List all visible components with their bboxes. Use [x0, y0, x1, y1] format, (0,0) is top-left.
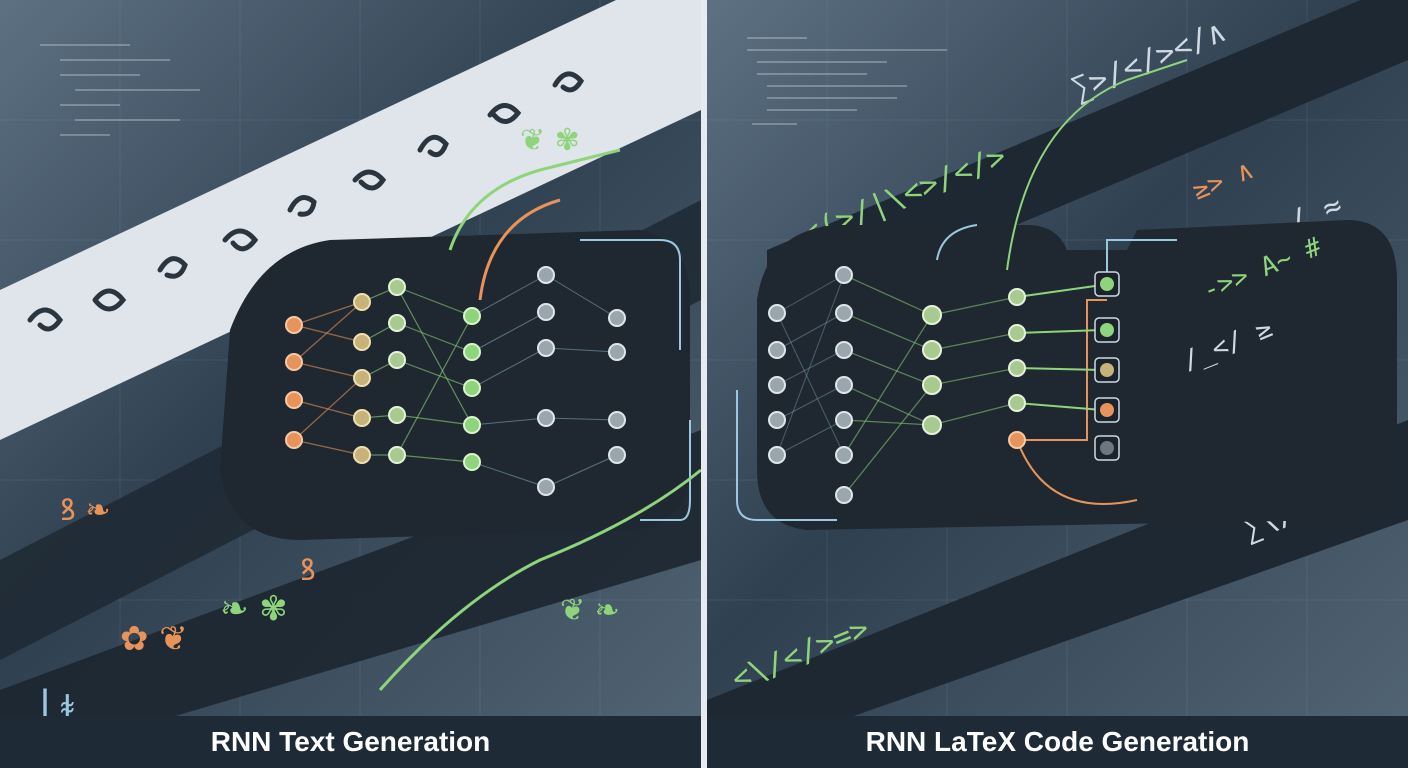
input-layer-nodes [768, 304, 786, 464]
flow-lines-green [378, 148, 701, 691]
hidden-layer-1-nodes [353, 293, 371, 464]
hidden-layer-3-nodes [463, 307, 481, 471]
hidden-layer-2-nodes [388, 278, 406, 464]
network-housing [757, 220, 1397, 530]
hidden-layer-1-nodes [835, 266, 853, 504]
svg-text:ꝸ: ꝸ [300, 553, 316, 588]
panel-divider [701, 0, 707, 768]
svg-text:❦ ❧: ❦ ❧ [560, 593, 620, 628]
flow-lines-orange [478, 198, 561, 301]
hidden-layer-3-nodes [1008, 288, 1026, 449]
hidden-connections [843, 274, 1018, 496]
input-connections [776, 274, 845, 456]
latex-generation-illustration: <(>/|\<>/</> ∑>/</></∧ / < / ≈ <\/</>=> … [707, 0, 1408, 768]
flow-lines-green [1006, 59, 1188, 411]
code-lines-decoration [747, 37, 947, 125]
svg-text:❦ ✾: ❦ ✾ [520, 123, 580, 158]
text-glyphs-light-band [27, 71, 585, 332]
output-layer-nodes [1094, 271, 1120, 461]
output-layer-nodes [537, 266, 626, 496]
svg-text:✿ ❦: ✿ ❦ [120, 619, 188, 659]
recurrent-loop-arrows [580, 239, 691, 521]
text-generation-illustration: ꟾ ꬸ ✿ ❦ ❧ ✾ ꝸ ❦ ❧ ꝸ ❧ ❦ ✾ [0, 0, 701, 768]
input-connections [293, 301, 363, 456]
panel-text-generation: ꟾ ꬸ ✿ ❦ ❧ ✾ ꝸ ❦ ❧ ꝸ ❧ ❦ ✾ RNN Text Gener… [0, 0, 701, 768]
svg-text:≥> ∧: ≥> ∧ [1188, 155, 1257, 206]
output-connections [471, 274, 618, 488]
panel-latex-generation: <(>/|\<>/</> ∑>/</></∧ / < / ≈ <\/</>=> … [707, 0, 1408, 768]
network-housing [220, 230, 690, 540]
panel-caption: RNN LaTeX Code Generation [707, 716, 1408, 768]
svg-text:❧ ✾: ❧ ✾ [220, 589, 288, 629]
recurrent-loop-arrows [736, 224, 1177, 521]
input-layer-nodes [285, 316, 303, 449]
code-lines-decoration [40, 44, 200, 136]
hidden-layer-2-nodes [922, 305, 942, 435]
panel-caption: RNN Text Generation [0, 716, 701, 768]
svg-text:ꝸ ❧: ꝸ ❧ [60, 493, 110, 528]
light-glyph-band [0, 0, 701, 440]
